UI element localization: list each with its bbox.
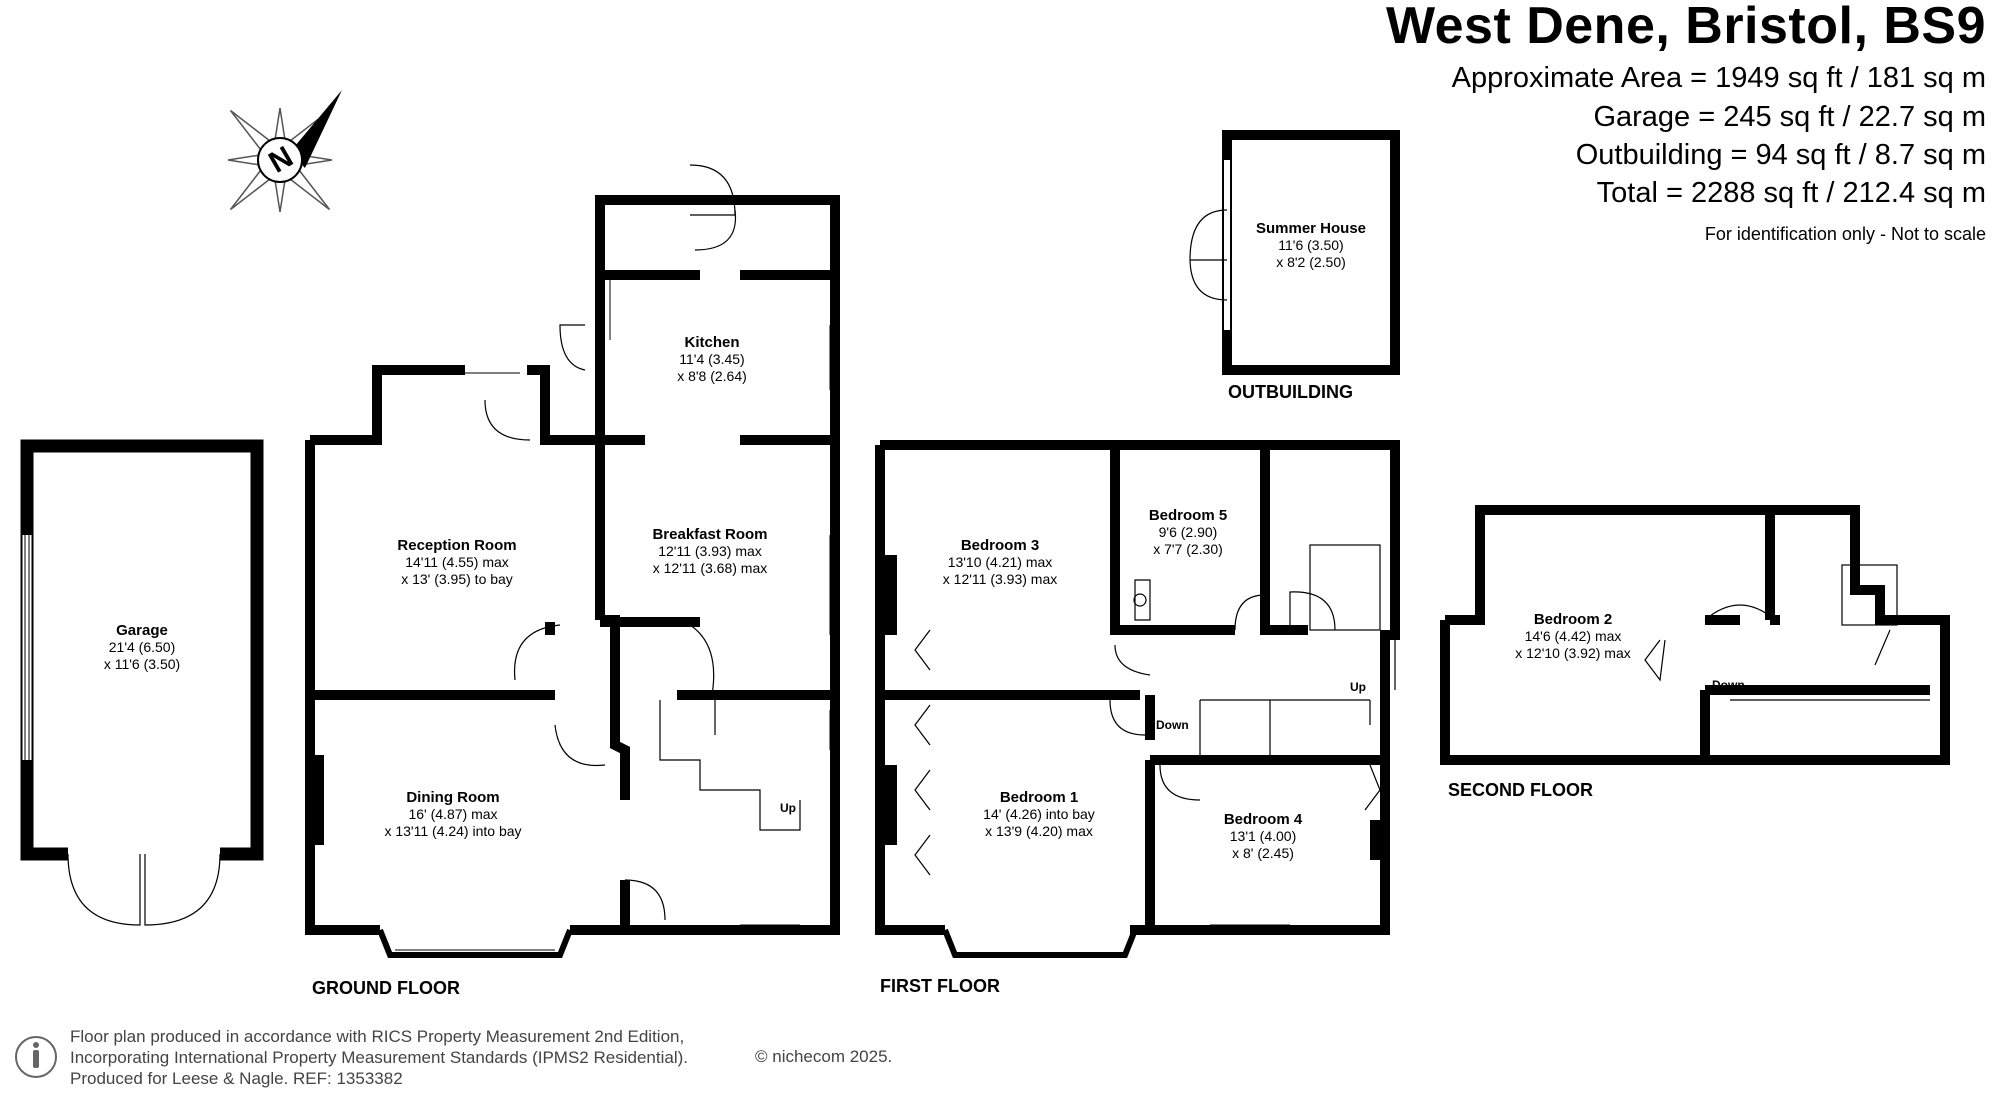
room-name: Dining Room — [406, 789, 500, 806]
room-dim: x 12'11 (3.93) max — [942, 571, 1058, 587]
summer-house-walls — [1189, 130, 1400, 375]
second-floor-walls — [1440, 505, 1950, 765]
room-dim: 21'4 (6.50) — [108, 639, 176, 655]
room-dim: x 13'9 (4.20) max — [985, 823, 1093, 839]
room-bedroom-2: Bedroom 2 14'6 (4.42) max x 12'10 (3.92)… — [1515, 611, 1631, 662]
room-bedroom-4: Bedroom 4 13'1 (4.00) x 8' (2.45) — [1224, 811, 1302, 862]
second-floor-label: SECOND FLOOR — [1448, 780, 1594, 800]
room-dim: 16' (4.87) max — [408, 806, 498, 822]
outbuilding-label: OUTBUILDING — [1228, 382, 1353, 402]
room-dim: 11'6 (3.50) — [1278, 237, 1344, 253]
room-dim: x 12'10 (3.92) max — [1515, 645, 1631, 661]
first-stairs-down-label: Down — [1156, 718, 1189, 732]
room-name: Garage — [116, 622, 168, 639]
room-name: Kitchen — [684, 334, 740, 351]
room-dim: x 13'11 (4.24) into bay — [384, 823, 522, 839]
room-reception: Reception Room 14'11 (4.55) max x 13' (3… — [397, 537, 516, 588]
room-dim: x 8' (2.45) — [1232, 845, 1294, 861]
first-floor-bay-window — [942, 928, 1138, 958]
footer-line: Floor plan produced in accordance with R… — [70, 1027, 685, 1046]
room-kitchen: Kitchen 11'4 (3.45) x 8'8 (2.64) — [677, 334, 747, 385]
chimney-breasts — [310, 555, 1385, 860]
first-floor-doors — [914, 447, 1396, 926]
disclaimer: For identification only - Not to scale — [1704, 224, 1986, 244]
room-dim: x 11'6 (3.50) — [103, 656, 181, 672]
north-compass-icon: N — [227, 90, 342, 213]
first-stairs-up-label: Up — [1350, 680, 1366, 694]
room-name: Summer House — [1255, 220, 1367, 237]
second-floor-fixtures — [1530, 512, 1930, 701]
ground-windows — [312, 202, 831, 926]
room-dim: 13'1 (4.00) — [1229, 828, 1297, 844]
first-floor-label: FIRST FLOOR — [880, 976, 1000, 996]
room-name: Bedroom 2 — [1533, 611, 1613, 628]
bay-window — [377, 928, 573, 958]
room-name: Bedroom 4 — [1223, 811, 1303, 828]
ground-stairs-up-label: Up — [780, 801, 796, 815]
ground-doors — [484, 164, 801, 921]
room-dim: 14'11 (4.55) max — [405, 554, 509, 570]
garage-walls — [20, 439, 264, 926]
room-dim: x 8'8 (2.64) — [677, 368, 747, 384]
room-dim: x 12'11 (3.68) max — [652, 560, 768, 576]
room-bedroom-5: Bedroom 5 9'6 (2.90) x 7'7 (2.30) — [1149, 507, 1227, 558]
room-dim: 13'10 (4.21) max — [947, 554, 1053, 570]
room-name: Reception Room — [397, 537, 517, 554]
room-dining: Dining Room 16' (4.87) max x 13'11 (4.24… — [384, 789, 521, 840]
room-name: Bedroom 3 — [960, 537, 1040, 554]
room-breakfast: Breakfast Room 12'11 (3.93) max x 12'11 … — [652, 526, 767, 577]
room-bedroom-1: Bedroom 1 14' (4.26) into bay x 13'9 (4.… — [983, 789, 1095, 840]
room-dim: x 7'7 (2.30) — [1153, 541, 1223, 557]
room-dim: 14'6 (4.42) max — [1524, 628, 1622, 644]
first-floor-walls — [875, 440, 1400, 935]
room-dim: 14' (4.26) into bay — [983, 806, 1095, 822]
room-dim: x 13' (3.95) to bay — [401, 571, 513, 587]
garage-area: Garage = 245 sq ft / 22.7 sq m — [1593, 101, 1986, 133]
ground-floor-walls — [305, 195, 840, 935]
copyright-logo: © nichecom 2025. — [755, 1047, 893, 1066]
person-scale-icon — [15, 1036, 57, 1078]
room-name: Breakfast Room — [652, 526, 768, 543]
room-name: Bedroom 5 — [1148, 507, 1228, 524]
approximate-area: Approximate Area = 1949 sq ft / 181 sq m — [1451, 62, 1986, 94]
ground-floor-label: GROUND FLOOR — [312, 978, 460, 998]
outbuilding-area: Outbuilding = 94 sq ft / 8.7 sq m — [1575, 139, 1986, 171]
room-dim: 12'11 (3.93) max — [658, 543, 762, 559]
room-summer-house: Summer House 11'6 (3.50) x 8'2 (2.50) — [1256, 220, 1366, 271]
room-dim: x 8'2 (2.50) — [1276, 254, 1346, 270]
footer-line: Produced for Leese & Nagle. REF: 1353382 — [70, 1069, 403, 1088]
total-area: Total = 2288 sq ft / 212.4 sq m — [1596, 177, 1986, 209]
room-name: Bedroom 1 — [999, 789, 1079, 806]
footer-line: Incorporating International Property Mea… — [70, 1048, 688, 1067]
room-garage: Garage 21'4 (6.50) x 11'6 (3.50) — [104, 622, 180, 673]
room-dim: 9'6 (2.90) — [1158, 524, 1218, 540]
room-bedroom-3: Bedroom 3 13'10 (4.21) max x 12'11 (3.93… — [943, 537, 1057, 588]
second-stairs-down-label: Down — [1712, 678, 1745, 692]
page-title: West Dene, Bristol, BS9 — [1385, 0, 1986, 55]
room-dim: 11'4 (3.45) — [679, 351, 745, 367]
footer-notes: Floor plan produced in accordance with R… — [70, 1026, 688, 1089]
